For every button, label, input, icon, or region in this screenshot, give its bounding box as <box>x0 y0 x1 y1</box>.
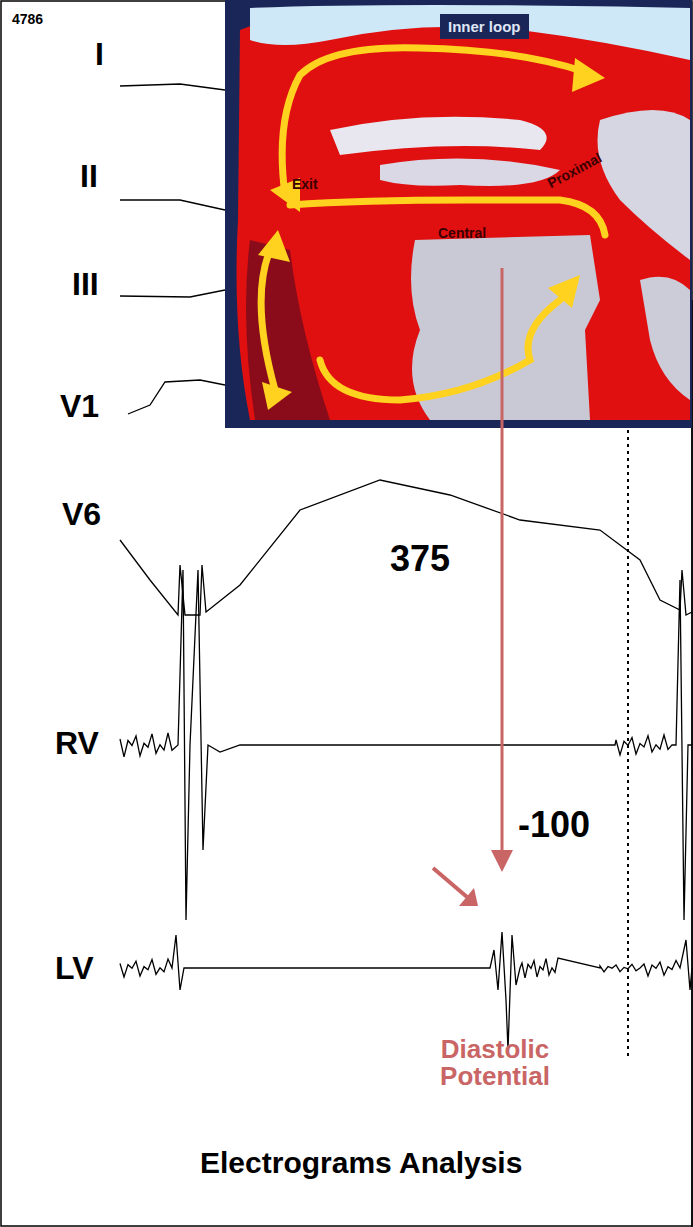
frame-line <box>691 300 693 1227</box>
lead-name: V1 <box>60 390 99 424</box>
scar <box>380 159 560 186</box>
lead-name: V6 <box>62 498 101 532</box>
myocardium <box>237 8 691 420</box>
region-label: Exit <box>292 177 318 192</box>
ecg-trace <box>120 290 225 297</box>
ecg-trace <box>120 200 225 210</box>
label-box: Inner loop <box>440 14 529 39</box>
ecg-trace <box>120 480 692 615</box>
lead-name: LV <box>55 952 94 986</box>
ecg-trace <box>128 380 225 414</box>
dark-tissue <box>246 240 330 420</box>
pointer-arrow <box>433 868 467 897</box>
pointer-arrow <box>501 268 504 852</box>
region-label: Central <box>438 226 486 241</box>
arrowhead <box>262 382 292 410</box>
circuit-illustration <box>225 0 692 428</box>
lead-name: I <box>95 38 104 72</box>
scar <box>598 110 691 260</box>
loop-arrow <box>320 300 560 400</box>
ecg-trace <box>120 84 225 90</box>
ecg-trace <box>120 570 692 920</box>
figure-number: 4786 <box>12 12 43 27</box>
arrowhead <box>491 850 513 872</box>
lead-name: RV <box>55 727 99 761</box>
arrowhead <box>548 275 580 308</box>
arrowhead <box>572 58 605 92</box>
potential-label: Diastolic Potential <box>420 1036 570 1091</box>
arrowhead <box>258 230 290 262</box>
loop-arrow <box>282 48 585 195</box>
scar <box>330 117 547 155</box>
box-text: Inner loop <box>448 18 521 35</box>
interval-value: -100 <box>518 806 590 844</box>
scar <box>640 277 690 400</box>
lead-name: III <box>72 268 99 302</box>
loop-arrow <box>261 250 275 390</box>
interval-value: 375 <box>390 540 450 578</box>
pointer-arrows <box>433 268 513 906</box>
lead-name: II <box>80 160 98 194</box>
slide-title: Electrograms Analysis <box>200 1147 522 1179</box>
ecg-trace <box>120 932 692 1050</box>
inset-frame <box>225 0 692 428</box>
arrowhead <box>459 888 478 906</box>
